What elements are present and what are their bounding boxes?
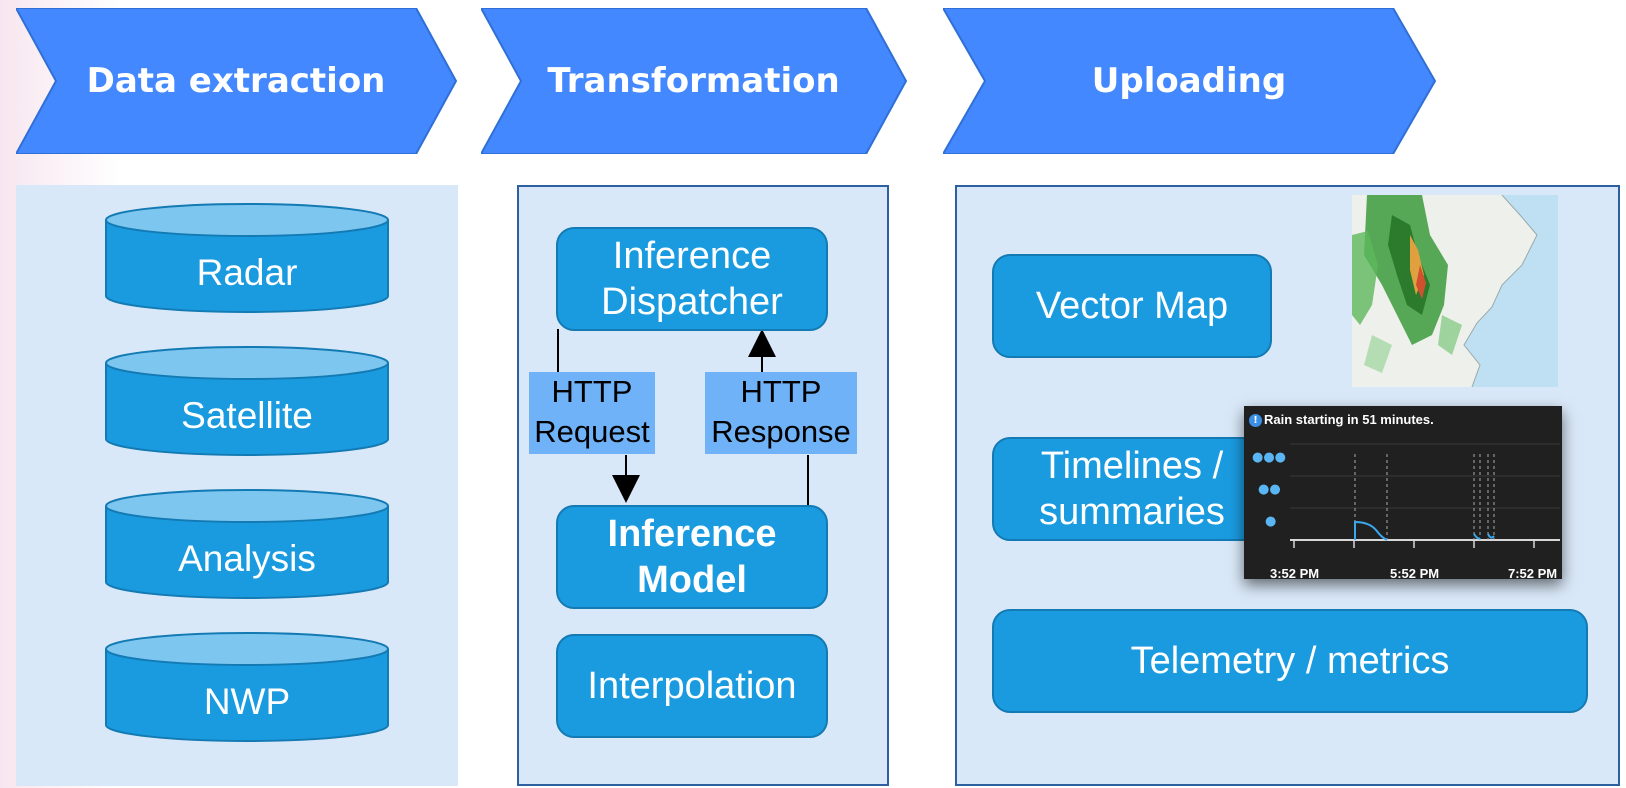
chevron-shape (481, 8, 908, 154)
database-cylinder-icon (105, 203, 389, 313)
time-tick-label: 7:52 PM (1508, 566, 1558, 581)
uploading-panel: Vector Map Timelines / summaries Telemet… (955, 185, 1620, 786)
arrow-up-icon (748, 329, 776, 357)
stage-label: Transformation (547, 61, 840, 101)
stage-chevron-data-extraction: Data extraction (16, 8, 458, 154)
chevron-shape (943, 8, 1437, 154)
precipitation-map-thumbnail (1352, 194, 1558, 388)
flow-connectors (557, 329, 809, 505)
arrow-down-icon (612, 475, 640, 503)
source-label: Analysis (178, 538, 316, 579)
rain-drop-icon: ●●● (1252, 450, 1287, 465)
source-analysis: Analysis (104, 486, 390, 602)
interpolation-box: Interpolation (556, 634, 828, 738)
database-cylinder-icon (105, 632, 389, 742)
source-satellite: Satellite (104, 343, 390, 459)
source-label: NWP (203, 681, 291, 722)
rain-card-title: Rain starting in 51 minutes. (1264, 412, 1434, 427)
http-response-label: HTTP Response (705, 372, 857, 454)
time-tick-label: 5:52 PM (1390, 566, 1440, 581)
source-radar: Radar (104, 200, 390, 316)
source-label: Radar (196, 252, 298, 293)
stage-chevron-transformation: Transformation (481, 8, 909, 154)
info-icon: ! (1249, 414, 1262, 427)
time-tick-label: 3:52 PM (1270, 566, 1320, 581)
data-extraction-panel: Radar Satellite Analysis NWP (16, 185, 458, 786)
transformation-panel: Inference Dispatcher HTTP Request HTTP R… (517, 185, 889, 786)
http-request-label: HTTP Request (529, 372, 655, 454)
database-cylinder-icon (105, 489, 389, 599)
source-label: Satellite (181, 395, 313, 436)
source-nwp: NWP (104, 629, 390, 745)
rain-drop-icon: ● (1265, 514, 1277, 529)
stage-chevron-uploading: Uploading (943, 8, 1437, 154)
stage-label: Data extraction (86, 61, 386, 101)
telemetry-metrics-box: Telemetry / metrics (992, 609, 1588, 713)
rain-timeline-chart (1290, 443, 1560, 548)
rain-timeline-card: ! Rain starting in 51 minutes. ●●● ●● ● (1244, 406, 1562, 581)
inference-model-box: Inference Model (556, 505, 828, 609)
chevron-shape (16, 8, 458, 154)
database-cylinder-icon (105, 346, 389, 456)
stage-label: Uploading (1091, 61, 1287, 101)
vector-map-box: Vector Map (992, 254, 1272, 358)
rain-drop-icon: ●● (1258, 482, 1281, 497)
timelines-summaries-box: Timelines / summaries (992, 437, 1272, 541)
inference-dispatcher-box: Inference Dispatcher (556, 227, 828, 331)
